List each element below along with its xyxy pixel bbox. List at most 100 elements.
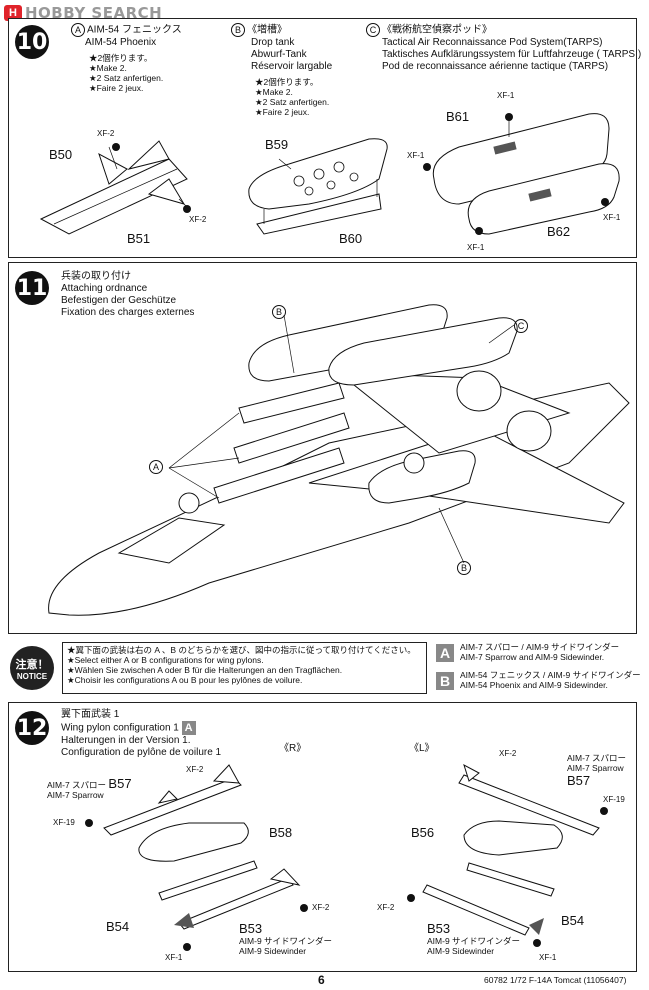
paint-xf2: XF-2 <box>499 749 517 758</box>
option-a-en: AIM-7 Sparrow and AIM-9 Sidewinder. <box>460 652 605 662</box>
step-10-b-header: B《増槽》 Drop tank Abwurf-Tank Réservoir la… <box>231 23 332 117</box>
marker-b: B <box>231 23 245 37</box>
paint-xf2: XF-2 <box>97 129 115 138</box>
title-de: Befestigen der Geschütze <box>61 295 177 306</box>
part-b56: B56 <box>411 825 435 840</box>
part-b59: B59 <box>265 137 289 152</box>
left-sparrow-drawing <box>458 763 608 836</box>
notice-jp: 注意！ <box>15 658 49 671</box>
right-side-heading: 《R》 <box>279 743 307 754</box>
drop-tank-title-de: Abwurf-Tank <box>251 49 307 60</box>
config-a-badge: A <box>181 721 196 735</box>
paint-xf2: XF-2 <box>377 903 395 912</box>
tarps-title-en: Tactical Air Reconnaissance Pod System(T… <box>382 37 603 48</box>
part-b53: B53 <box>239 921 263 936</box>
marker-c: C <box>514 319 528 333</box>
note: ★Faire 2 jeux. <box>89 83 144 93</box>
aim54-title-jp: AIM-54 フェニックス <box>87 24 182 36</box>
marker-b: B <box>272 305 286 319</box>
phoenix-store-3 <box>213 447 345 504</box>
notice-section: 注意！ NOTICE ★翼下面の武装は右の A 、B のどちらかを選び、図中の指… <box>8 638 641 696</box>
left-pylon-b56 <box>463 820 563 856</box>
part-b61: B61 <box>446 109 470 124</box>
part-b54: B54 <box>561 913 585 928</box>
paint-xf2: XF-2 <box>186 765 204 774</box>
notice-en: NOTICE <box>16 671 48 681</box>
aim54-title-en: AIM-54 Phoenix <box>85 37 157 48</box>
b53-jp: AIM-9 サイドワインダー <box>427 936 521 946</box>
notice-badge: 注意！ NOTICE <box>10 646 54 690</box>
notice-line: ★Select either A or B configurations for… <box>67 655 264 665</box>
option-b-en: AIM-54 Phoenix and AIM-9 Sidewinder. <box>460 680 608 690</box>
b53-en: AIM-9 Sidewinder <box>427 946 495 956</box>
note: ★2個作ります。 <box>89 53 153 63</box>
notice-text-box: ★翼下面の武装は右の A 、B のどちらかを選び、図中の指示に従って取り付けてく… <box>62 642 427 694</box>
right-sparrow-drawing <box>85 764 242 836</box>
drop-tank-store-2 <box>368 450 476 504</box>
marker-b: B <box>457 561 471 575</box>
step-10-drawings <box>39 113 620 235</box>
left-b53-block: B53 AIM-9 サイドワインダー AIM-9 Sidewinder <box>427 921 520 956</box>
paint-xf1: XF-1 <box>497 91 515 100</box>
marker-a: A <box>149 460 163 474</box>
tarps-store <box>328 317 518 386</box>
f14-ordnance-drawing <box>48 304 630 616</box>
step-11-title: 兵装の取り付け Attaching ordnance Befestigen de… <box>61 271 194 319</box>
step-10-c-header: C《戦術航空偵察ポッド》 Tactical Air Reconnaissance… <box>366 23 641 73</box>
title-jp: 兵装の取り付け <box>61 271 131 282</box>
step-12-panel: 12 翼下面武装 1 Wing pylon configuration 1 A … <box>8 702 637 972</box>
notice-line: ★翼下面の武装は右の A 、B のどちらかを選び、図中の指示に従って取り付けてく… <box>67 645 416 655</box>
title-en: Attaching ordnance <box>61 283 148 294</box>
paint-xf2: XF-2 <box>312 903 330 912</box>
step-12-title: 翼下面武装 1 Wing pylon configuration 1 A Hal… <box>61 709 221 759</box>
note: ★2 Satz anfertigen. <box>89 73 164 83</box>
part-b54: B54 <box>106 919 130 934</box>
drop-tank-title-fr: Réservoir largable <box>251 61 333 72</box>
right-sidewinder-drawing <box>174 868 308 951</box>
right-b57-block: AIM-7 スパロー B57 AIM-7 Sparrow <box>47 777 132 800</box>
note: ★2 Satz anfertigen. <box>255 97 330 107</box>
b53-en: AIM-9 Sidewinder <box>239 946 307 956</box>
hobby-search-watermark: H HOBBY SEARCH <box>4 4 162 22</box>
right-b53-block: B53 AIM-9 サイドワインダー AIM-9 Sidewinder <box>239 921 332 956</box>
right-rail-b54 <box>158 860 258 901</box>
title-de: Halterungen in der Version 1. <box>61 735 191 746</box>
note: ★Make 2. <box>89 63 127 73</box>
notice-line: ★Choisir les configurations A ou B pour … <box>67 675 303 685</box>
tarps-pod-drawing <box>423 113 620 235</box>
note: ★2個作ります。 <box>255 77 319 87</box>
option-b-jp: AIM-54 フェニックス / AIM-9 サイドワインダー <box>460 670 641 680</box>
option-a-jp: AIM-7 スパロー / AIM-9 サイドワインダー <box>460 642 620 652</box>
option-a-badge: A <box>436 644 454 662</box>
step-11-panel: 11 兵装の取り付け Attaching ordnance Befestigen… <box>8 262 637 634</box>
title-fr: Fixation des charges externes <box>61 307 195 318</box>
b57-en: AIM-7 Sparrow <box>567 763 624 773</box>
watermark-text: HOBBY SEARCH <box>25 4 163 22</box>
paint-xf1: XF-1 <box>165 953 183 962</box>
paint-xf1: XF-1 <box>539 953 557 962</box>
step-12-drawings <box>85 763 608 951</box>
kit-reference: 60782 1/72 F-14A Tomcat (11056407) <box>484 975 627 985</box>
option-a-text: AIM-7 スパロー / AIM-9 サイドワインダー AIM-7 Sparro… <box>460 642 619 662</box>
part-b57: B57 <box>567 773 591 788</box>
tarps-title-de: Taktisches Aufklärungssystem für Luftfah… <box>382 49 642 60</box>
phoenix-store-1 <box>238 382 345 424</box>
marker-c: C <box>366 23 380 37</box>
drop-tank-title-en: Drop tank <box>251 37 295 48</box>
paint-xf19: XF-19 <box>53 818 75 827</box>
tarps-title-fr: Pod de reconnaissance aérienne tactique … <box>382 61 609 72</box>
paint-xf1: XF-1 <box>407 151 425 160</box>
b57-en: AIM-7 Sparrow <box>47 790 104 800</box>
part-b50: B50 <box>49 147 73 162</box>
step-11-number: 11 <box>15 271 49 305</box>
note: ★Make 2. <box>255 87 293 97</box>
title-fr: Configuration de pylône de voilure 1 <box>61 747 222 758</box>
title-jp: 翼下面武装 1 <box>61 709 120 720</box>
option-b-text: AIM-54 フェニックス / AIM-9 サイドワインダー AIM-54 Ph… <box>460 670 641 690</box>
marker-a: A <box>71 23 85 37</box>
left-side-heading: 《L》 <box>409 743 435 754</box>
b53-jp: AIM-9 サイドワインダー <box>239 936 333 946</box>
title-en: Wing pylon configuration 1 <box>61 722 179 734</box>
